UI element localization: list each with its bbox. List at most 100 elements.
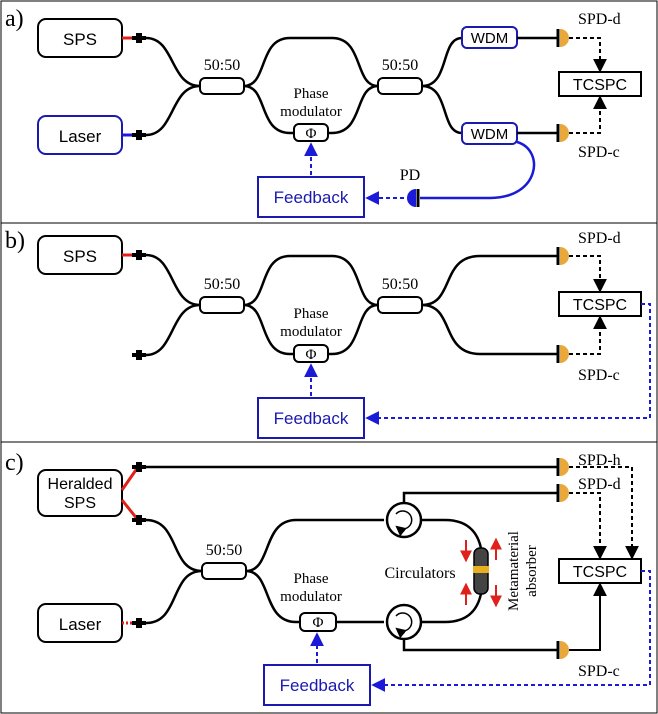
spd-d-detector bbox=[560, 484, 569, 502]
pd-label: PD bbox=[400, 167, 420, 184]
tcspc-feedback-signal bbox=[365, 303, 651, 425]
tcspc-label: TCSPC bbox=[573, 297, 627, 314]
connector bbox=[132, 515, 146, 525]
spd-c-detector bbox=[560, 345, 569, 363]
coupler-2-label: 50:50 bbox=[382, 276, 418, 293]
phase-modulator bbox=[293, 123, 329, 142]
fiber bbox=[421, 586, 484, 624]
signal-d bbox=[569, 255, 607, 293]
wdm-top-label: WDM bbox=[471, 30, 509, 47]
upper-arm bbox=[245, 518, 384, 573]
coupler-1 bbox=[199, 77, 245, 95]
fiber bbox=[145, 569, 203, 625]
signal-d bbox=[569, 492, 607, 560]
phase-modulator-label: Phase bbox=[294, 571, 329, 587]
phi-symbol: Φ bbox=[313, 615, 324, 631]
panel-c: c) Heralded SPS Laser 50:50 Phase modula… bbox=[5, 450, 651, 706]
heralded-sps-label: Heralded bbox=[48, 476, 113, 493]
phase-modulator-label: modulator bbox=[280, 324, 342, 340]
coupler-1-label: 50:50 bbox=[204, 276, 240, 293]
panel-a-label: a) bbox=[5, 6, 24, 32]
lower-arm bbox=[245, 569, 384, 624]
feedback-box bbox=[257, 176, 365, 218]
fiber bbox=[145, 303, 201, 357]
photodiode bbox=[407, 189, 416, 207]
laser-label: Laser bbox=[59, 127, 102, 146]
tcspc-feedback-signal bbox=[371, 570, 651, 692]
wdm-bottom-label: WDM bbox=[471, 126, 509, 143]
spd-d-label: SPD-d bbox=[578, 11, 621, 28]
phase-modulator bbox=[299, 612, 337, 632]
feedback-label: Feedback bbox=[274, 409, 349, 428]
heralded-sps-label: SPS bbox=[64, 495, 96, 512]
phi-symbol: Φ bbox=[306, 126, 317, 142]
sps-label: SPS bbox=[63, 247, 97, 266]
coupler-2 bbox=[377, 77, 423, 95]
panel-c-label: c) bbox=[5, 450, 24, 476]
spd-c-detector bbox=[560, 641, 569, 659]
coupler bbox=[201, 562, 247, 580]
feedback-box bbox=[263, 664, 371, 706]
circulator-arrow-icon bbox=[395, 510, 413, 537]
upper-arm bbox=[243, 254, 379, 307]
phase-modulator-label: modulator bbox=[280, 104, 342, 120]
spd-d-detector bbox=[560, 29, 569, 47]
coupler-2-label: 50:50 bbox=[382, 57, 418, 74]
circulator-arrow-icon bbox=[395, 612, 413, 639]
upper-arm bbox=[243, 36, 379, 88]
connector bbox=[132, 130, 146, 140]
feedback-box bbox=[257, 397, 365, 439]
fiber bbox=[145, 84, 201, 137]
signal-c bbox=[569, 582, 607, 651]
spd-d-label: SPD-d bbox=[578, 230, 621, 247]
phase-modulator-label: modulator bbox=[280, 589, 342, 605]
spd-c-label: SPD-c bbox=[578, 144, 620, 161]
absorber-layer bbox=[473, 566, 489, 573]
feedback-label: Feedback bbox=[280, 676, 355, 695]
phase-modulator-label: Phase bbox=[294, 306, 329, 322]
fiber bbox=[421, 36, 463, 88]
signal-c bbox=[569, 95, 607, 134]
connector bbox=[132, 462, 146, 472]
panel-a: a) SPS Laser 50:50 Phase modulator Φ 50:… bbox=[5, 6, 642, 218]
laser-label: Laser bbox=[59, 615, 102, 634]
spd-d-label: SPD-d bbox=[578, 476, 621, 493]
sps-label: SPS bbox=[63, 30, 97, 49]
spd-d-detector bbox=[560, 247, 569, 265]
coupler-2 bbox=[377, 296, 423, 314]
phase-modulator-label: Phase bbox=[294, 86, 329, 102]
tcspc-label: TCSPC bbox=[573, 77, 627, 94]
connector bbox=[132, 250, 146, 260]
spd-h-detector bbox=[560, 458, 569, 476]
fiber bbox=[421, 518, 484, 556]
fiber bbox=[145, 36, 201, 88]
signal-h bbox=[569, 466, 639, 560]
signal-c bbox=[569, 315, 607, 355]
fiber bbox=[145, 253, 201, 307]
absorber-label: Metamaterial bbox=[506, 531, 522, 611]
fiber bbox=[421, 84, 463, 135]
phase-modulator bbox=[293, 344, 329, 363]
feedback-label: Feedback bbox=[274, 188, 349, 207]
signal-d bbox=[569, 37, 607, 73]
fiber bbox=[402, 491, 558, 503]
connector bbox=[132, 33, 146, 43]
coupler-1 bbox=[199, 296, 245, 314]
connector bbox=[132, 618, 146, 628]
spd-h-label: SPD-h bbox=[578, 452, 621, 469]
pd-fiber bbox=[420, 140, 536, 200]
circulator-bottom bbox=[385, 603, 423, 641]
absorber-label: absorber bbox=[524, 545, 540, 597]
panel-c-frame bbox=[0, 441, 658, 714]
fiber bbox=[421, 254, 558, 307]
fiber bbox=[402, 639, 558, 652]
circulator-top bbox=[385, 501, 423, 539]
heralded-sps-box bbox=[37, 469, 123, 517]
coupler-1-label: 50:50 bbox=[204, 57, 240, 74]
connector bbox=[132, 350, 146, 360]
spd-c-detector bbox=[560, 124, 569, 142]
fiber bbox=[145, 518, 203, 573]
spd-c-label: SPD-c bbox=[578, 663, 620, 680]
